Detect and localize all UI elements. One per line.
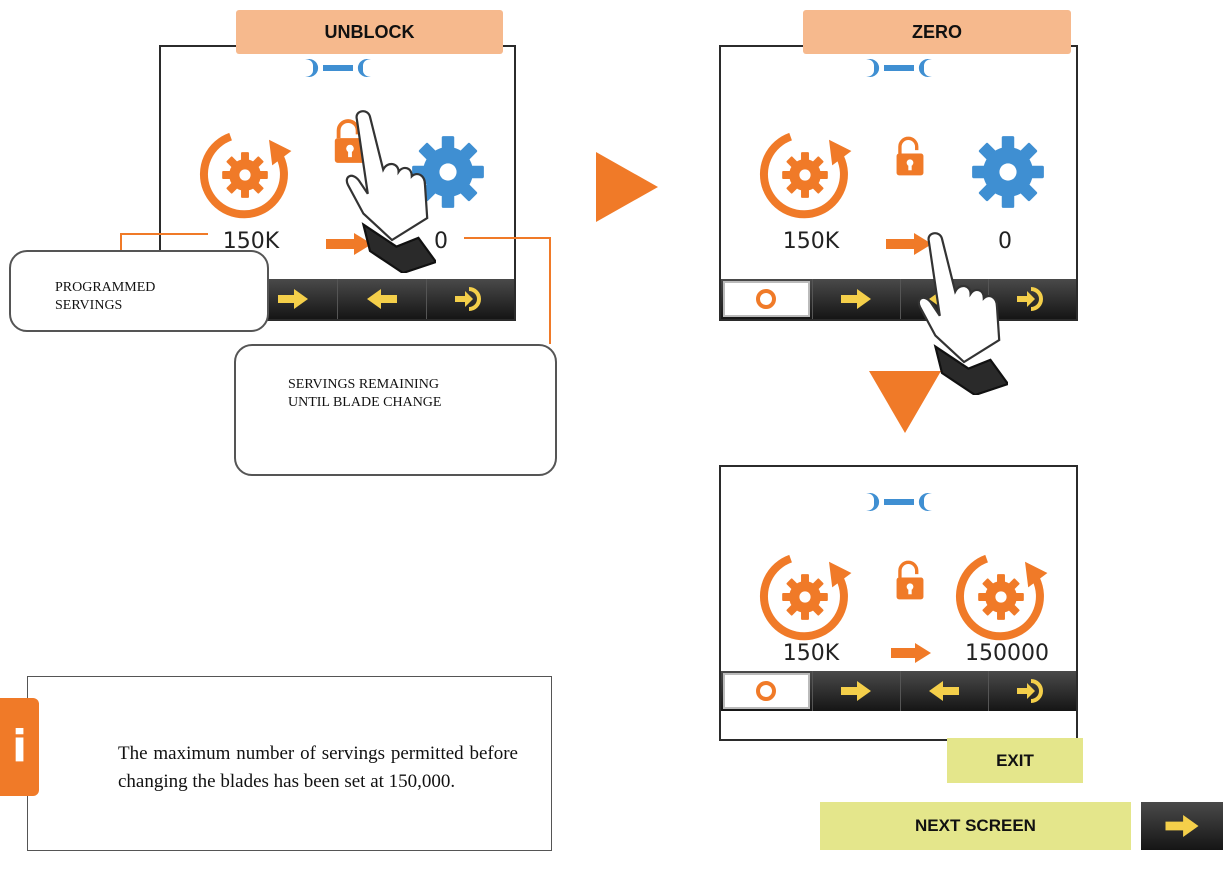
programmed-servings-value: 150K [782, 229, 840, 254]
unlock-icon [893, 135, 927, 177]
toolbar [721, 279, 1076, 319]
transition-arrow-right [596, 152, 658, 222]
unlock-icon [893, 559, 927, 601]
servings-remaining-callout: SERVINGS REMAINING UNTIL BLADE CHANGE [234, 344, 557, 476]
rotate-gear-icon [757, 127, 853, 223]
rotate-gear-icon [197, 127, 293, 223]
toolbar [721, 671, 1076, 711]
arrow-right-icon [841, 681, 871, 701]
exit-icon [1015, 286, 1049, 312]
arrow-left-icon [929, 681, 959, 701]
callout-connector [464, 237, 551, 344]
info-note-box: The maximum number of servings permitted… [27, 676, 552, 851]
home-button[interactable] [723, 673, 810, 709]
wrench-icon [303, 57, 373, 79]
next-screen-button[interactable] [1141, 802, 1223, 850]
next-screen-label: NEXT SCREEN [820, 802, 1131, 850]
gear-icon [969, 133, 1047, 211]
unblock-tab-label: UNBLOCK [236, 10, 503, 54]
hand-pointer-icon [326, 108, 436, 273]
wrench-icon [864, 57, 934, 79]
back-button[interactable] [899, 671, 988, 711]
exit-icon [1015, 678, 1049, 704]
arrow-right-icon [326, 233, 372, 255]
transition-arrow-down [869, 371, 941, 433]
zero-tab-label: ZERO [803, 10, 1071, 54]
exit-button[interactable] [987, 671, 1076, 711]
next-button[interactable] [811, 671, 900, 711]
panel-zero-screen: 150K 0 [719, 45, 1078, 321]
remaining-servings-value: 0 [998, 229, 1012, 254]
callout-text: SERVINGS REMAINING UNTIL BLADE CHANGE [288, 377, 442, 410]
home-icon [756, 681, 776, 701]
arrow-right-icon [278, 289, 308, 309]
next-button[interactable] [811, 279, 900, 319]
rotate-gear-icon [757, 549, 853, 645]
exit-label: EXIT [947, 738, 1083, 783]
panel-result-screen: 150K 150000 [719, 465, 1078, 741]
arrow-right-icon [891, 643, 931, 663]
callout-connector [120, 233, 208, 252]
back-button[interactable] [899, 279, 988, 319]
remaining-servings-value: 150000 [965, 641, 1049, 666]
home-button[interactable] [723, 281, 810, 317]
home-icon [756, 289, 776, 309]
arrow-right-icon [841, 289, 871, 309]
wrench-icon [864, 491, 934, 513]
programmed-servings-value: 150K [222, 229, 280, 254]
rotate-gear-icon [953, 549, 1049, 645]
programmed-servings-callout: PROGRAMMED SERVINGS [9, 250, 269, 332]
info-note-text: The maximum number of servings permitted… [118, 743, 518, 792]
hand-pointer-icon [898, 230, 1008, 395]
arrow-left-icon [367, 289, 397, 309]
back-button[interactable] [337, 279, 426, 319]
exit-button[interactable] [425, 279, 515, 319]
arrow-right-icon [1165, 815, 1199, 837]
info-icon: i [0, 698, 39, 796]
remaining-servings-value: 0 [434, 229, 448, 254]
arrow-right-icon[interactable] [886, 233, 932, 255]
programmed-servings-value: 150K [782, 641, 840, 666]
callout-text: PROGRAMMED SERVINGS [55, 280, 156, 313]
